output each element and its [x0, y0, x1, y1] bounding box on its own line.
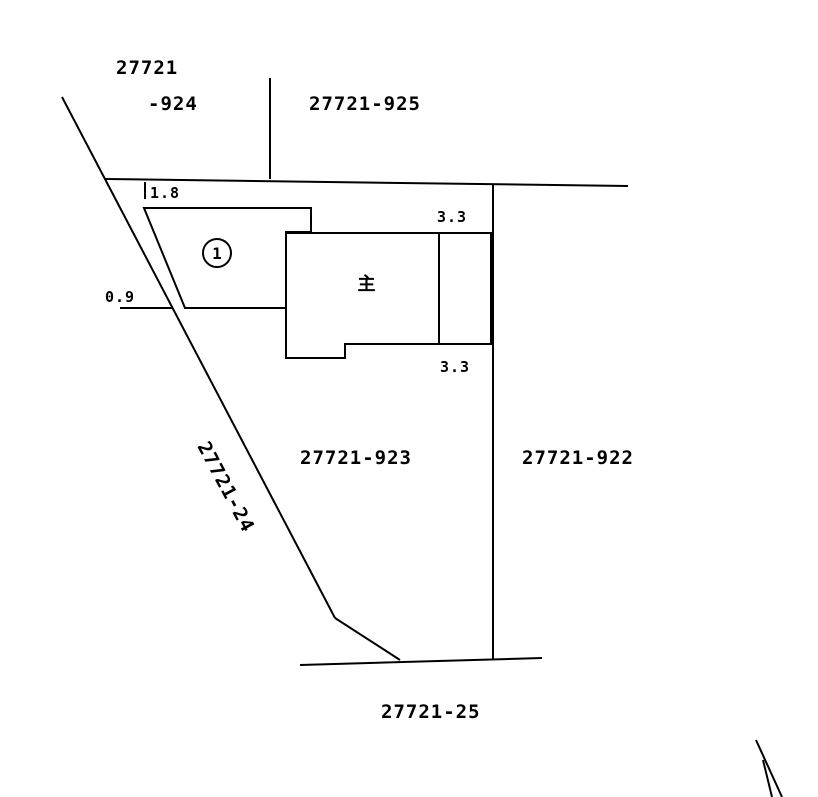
- parcel-924-label-line2: -924: [148, 93, 198, 115]
- north-boundary-line: [104, 178, 629, 187]
- edge-mark: [755, 739, 783, 797]
- main-building-outline: [285, 232, 492, 359]
- right-bottom-dimension: 3.3: [440, 358, 470, 376]
- parcel-922-label: 27721-922: [522, 447, 634, 469]
- annex-label: 1: [212, 244, 222, 263]
- annex-circle: [202, 238, 232, 268]
- parcel-923-label: 27721-923: [300, 447, 412, 469]
- top-offset-dimension: 1.8: [150, 184, 180, 202]
- parcel-925-label: 27721-925: [309, 93, 421, 115]
- left-offset-dimension: 0.9: [105, 288, 135, 306]
- edge-mark: [762, 759, 773, 797]
- southwest-boundary-line: [334, 617, 401, 661]
- parcel-25-label: 27721-25: [381, 701, 481, 723]
- right-top-dimension: 3.3: [437, 208, 467, 226]
- west-boundary-line: [61, 96, 336, 619]
- parcel-924-label-line1: 27721: [116, 57, 178, 79]
- south-boundary-line: [299, 657, 543, 666]
- main-building-label: 主: [358, 273, 377, 295]
